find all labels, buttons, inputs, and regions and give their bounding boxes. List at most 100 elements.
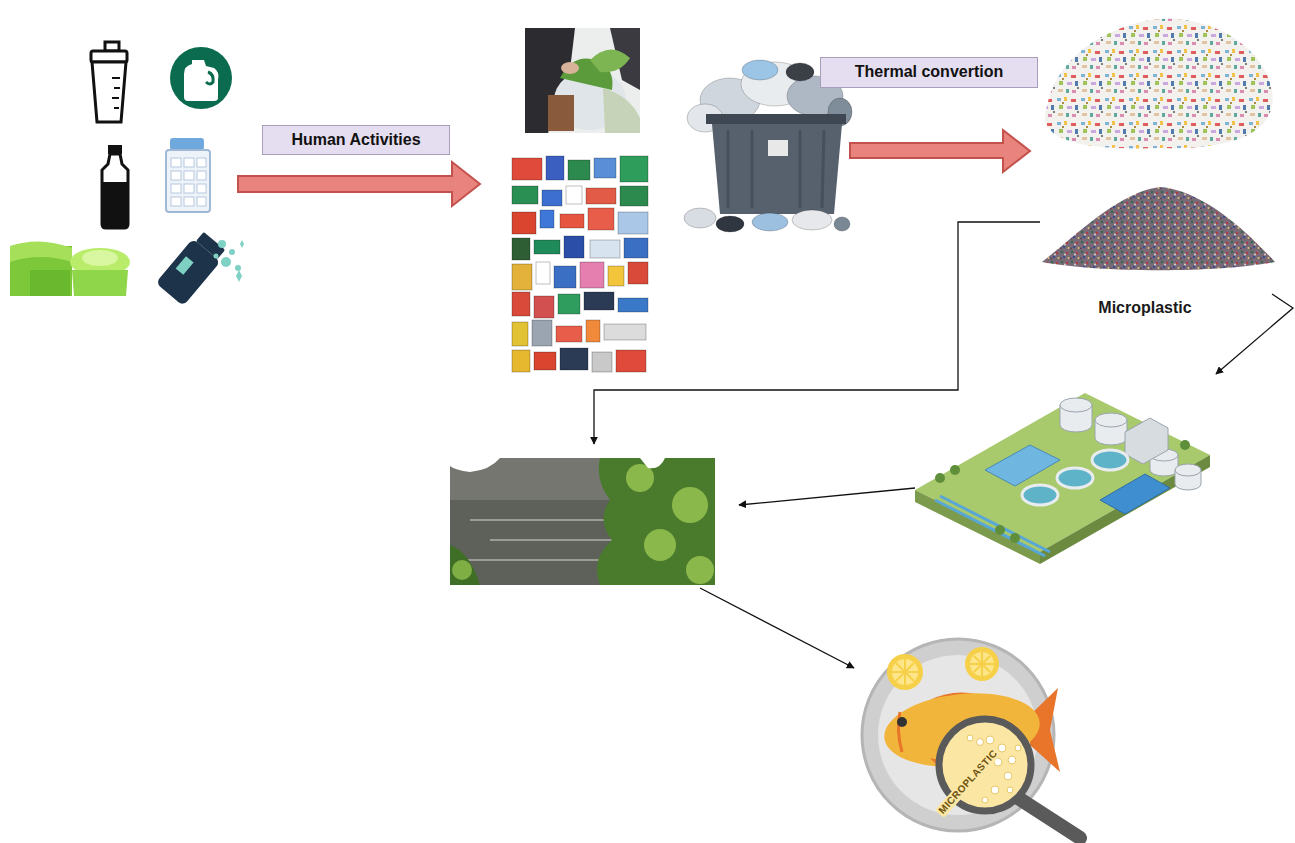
bottle-icon-part (102, 154, 128, 228)
trash-bin-photo-part-part (742, 60, 778, 80)
plastic-crates-photo (512, 156, 648, 372)
trash-bin-photo-part-part (716, 216, 744, 232)
shopping-bags-photo-part (525, 28, 640, 133)
treatment-plant-illustration-part (1100, 474, 1170, 514)
treatment-plant-illustration-part-part (1095, 413, 1127, 427)
shaker-cup-icon-part (92, 62, 126, 122)
shopping-bags-photo-part (548, 95, 574, 131)
detergent-icon (170, 47, 232, 109)
plastic-crates-photo-part (566, 186, 582, 204)
fish-plate-illustration-part-part (1007, 787, 1013, 793)
flow-line-part (700, 588, 854, 668)
plastic-crates-photo-part (620, 186, 648, 206)
flow-line (594, 222, 1293, 668)
blister-pack-icon-part (166, 150, 210, 212)
blister-pack-icon-part (170, 138, 204, 150)
plastic-crates-photo-part (620, 156, 648, 182)
blister-pack-icon-part-part (171, 171, 181, 180)
plastic-crates-photo-part (512, 292, 530, 316)
fish-plate-illustration-part-part (1004, 772, 1012, 780)
blister-pack-icon-part-part (184, 184, 194, 193)
lake-photo-part-part (672, 487, 708, 523)
plastic-crates-photo-part (594, 158, 616, 178)
treatment-plant-illustration-part-part (1022, 485, 1058, 505)
fish-plate-illustration-part (897, 717, 907, 727)
process-arrow (238, 162, 480, 206)
blister-pack-icon-part-part (197, 184, 206, 193)
treatment-plant-illustration-part (985, 445, 1060, 486)
microplastic-pile (1042, 187, 1275, 270)
blister-pack-icon-part-part (197, 197, 206, 206)
spray-bottle-icon-part-part (229, 249, 235, 255)
treatment-plant-illustration-part (915, 393, 1210, 552)
shaker-cup-icon-part (91, 51, 127, 62)
plastic-crates-photo-part (542, 190, 562, 206)
flow-line-part (739, 488, 915, 505)
plastic-crates-photo-part (618, 298, 648, 312)
plastic-crates-photo-part (560, 214, 584, 228)
green-cups-photo-part (72, 270, 128, 296)
trash-bin-photo-part-part (792, 210, 832, 230)
process-arrow-part (850, 130, 1030, 172)
microplastic-pile-part (1045, 19, 1273, 149)
bottle-icon (102, 145, 128, 228)
shopping-bags-photo-part (603, 88, 640, 133)
bottle-icon-part (103, 182, 127, 227)
lake-photo-part (452, 560, 472, 580)
blister-pack-icon-part-part (171, 197, 181, 206)
flow-line-part (594, 222, 1040, 444)
blister-pack-icon-part-part (184, 171, 194, 180)
lake-photo-part (450, 545, 480, 585)
plastic-crates-photo-part (540, 210, 554, 228)
spray-bottle-icon-part (214, 240, 245, 282)
plastic-crates-photo-part (534, 352, 556, 370)
plastic-crates-photo-part (586, 320, 600, 342)
treatment-plant-illustration-part (1040, 455, 1210, 564)
fish-plate-illustration-part-part (986, 736, 994, 744)
process-arrow-part (238, 162, 480, 206)
flow-line-part (1216, 294, 1293, 374)
plastic-crates-photo-part (512, 158, 542, 180)
shopping-bags-photo-part (590, 49, 630, 72)
spray-bottle-icon-part-part (214, 254, 219, 259)
plastic-crates-photo-part (584, 292, 614, 310)
trash-bin-photo-part-part (786, 63, 814, 81)
trash-bin-photo-part-part (684, 208, 716, 228)
plastic-crates-photo-part (624, 238, 648, 258)
trash-bin-photo-part-part (834, 217, 850, 231)
fish-plate-illustration-part-part (970, 652, 994, 676)
fish-plate-illustration-part-part (967, 735, 973, 741)
plastic-crates-photo-part (558, 294, 580, 314)
fish-plate-illustration-part-part (965, 647, 999, 681)
plastic-crates-photo-part (512, 350, 530, 372)
detergent-icon-part (184, 60, 219, 101)
fish-plate-illustration-part (887, 647, 999, 690)
plastic-crates-photo-part (512, 264, 532, 290)
spray-bottle-icon-part-part (235, 265, 241, 271)
green-cups-photo (10, 241, 130, 296)
plastic-crates-photo-part (560, 348, 588, 370)
fish-plate-illustration-part-part (892, 659, 918, 685)
fish-plate-illustration (862, 639, 1080, 838)
spray-bottle-icon-part-part (221, 257, 231, 267)
shopping-bags-photo (525, 28, 640, 133)
lake-photo-part (450, 458, 500, 472)
fish-plate-illustration-part-part (982, 797, 988, 803)
blister-pack-icon-part (171, 158, 206, 206)
image-caption: Microplastic (1098, 299, 1191, 317)
green-cups-photo-part (30, 270, 70, 296)
fish-plate-illustration-part-part (887, 654, 923, 690)
plastic-crates-photo-part (586, 188, 616, 204)
blister-pack-icon-part-part (171, 158, 181, 167)
plastic-crates-photo-part (590, 240, 620, 258)
spray-bottle-icon-part-part (240, 240, 244, 248)
blister-pack-icon (166, 138, 210, 212)
microplastic-pile (1045, 19, 1273, 149)
lake-photo-part (597, 458, 715, 585)
plastic-crates-photo-part (592, 352, 612, 372)
spray-bottle-icon-part-part (176, 256, 194, 275)
lake-photo-part (450, 458, 715, 585)
plastic-crates-photo-part (616, 350, 646, 372)
